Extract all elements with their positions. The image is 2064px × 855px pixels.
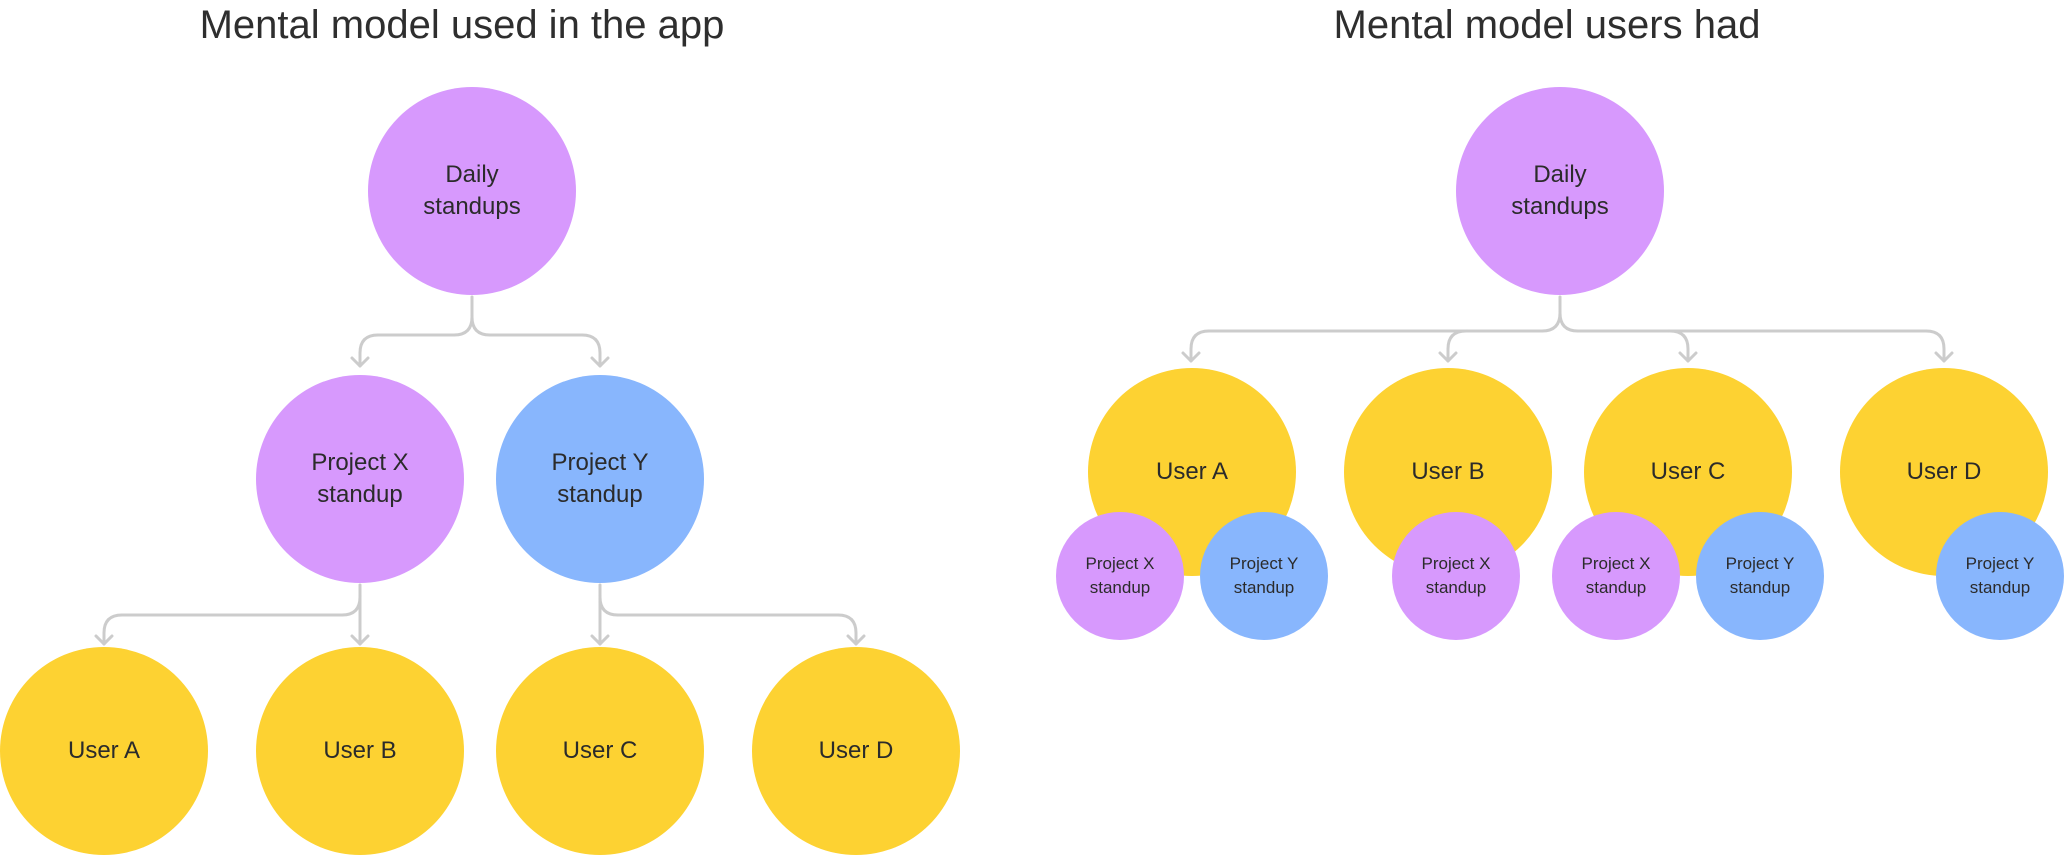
node-label: Project Y standup (551, 449, 649, 508)
connector-root-to-project-y (470, 315, 602, 368)
arrowhead (846, 634, 866, 646)
connector-right-root-to-user-d (1668, 329, 1946, 363)
arrowhead (94, 634, 114, 646)
node-label: User C (562, 737, 638, 764)
node-label: User D (818, 737, 894, 764)
arrowhead (350, 634, 370, 646)
connector-project-x-to-user-a (102, 583, 362, 646)
node-label: Project X standup (311, 449, 409, 508)
node-label: User C (1650, 458, 1726, 485)
arrowhead (1438, 351, 1458, 363)
left-diagram-title: Mental model used in the app (199, 3, 725, 47)
connector-right-root-to-user-b (1446, 329, 1468, 363)
right-user-c-project-x-badge: Project X standup (1552, 512, 1680, 640)
badge-label: Project X standup (1085, 554, 1155, 597)
connector-right-root-to-user-c (1558, 311, 1690, 363)
left-project-y-standup: Project Y standup (496, 375, 704, 583)
badge-label: Project Y standup (1965, 554, 2035, 597)
badge-label: Project Y standup (1229, 554, 1299, 597)
connector-project-y-to-user-d (598, 595, 858, 646)
right-diagram-title: Mental model users had (1333, 3, 1761, 47)
arrowhead (590, 356, 610, 368)
right-root-daily-standups: Daily standups (1456, 87, 1664, 295)
node-label: User A (67, 737, 141, 764)
connector-root-to-project-x (358, 295, 474, 368)
right-user-a-project-x-badge: Project X standup (1056, 512, 1184, 640)
left-user-a: User A (0, 647, 208, 855)
badge-label: Project Y standup (1725, 554, 1795, 597)
connector-right-root-to-user-a (1189, 311, 1562, 363)
node-label: User A (1155, 458, 1229, 485)
node-label: Daily standups (423, 161, 521, 220)
left-root-daily-standups: Daily standups (368, 87, 576, 295)
right-user-c-project-y-badge: Project Y standup (1696, 512, 1824, 640)
left-user-d: User D (752, 647, 960, 855)
left-user-b: User B (256, 647, 464, 855)
right-user-b-project-x-badge: Project X standup (1392, 512, 1520, 640)
node-label: Daily standups (1511, 161, 1609, 220)
badge-label: Project X standup (1581, 554, 1651, 597)
right-user-d-project-y-badge: Project Y standup (1936, 512, 2064, 640)
badge-label: Project X standup (1421, 554, 1491, 597)
right-user-a-project-y-badge: Project Y standup (1200, 512, 1328, 640)
arrowhead (1181, 351, 1201, 363)
arrowhead (1678, 351, 1698, 363)
left-project-x-standup: Project X standup (256, 375, 464, 583)
node-label: User D (1906, 458, 1982, 485)
arrowhead (350, 356, 370, 368)
arrowhead (1934, 351, 1954, 363)
left-user-c: User C (496, 647, 704, 855)
arrowhead (590, 634, 610, 646)
node-label: User B (323, 737, 397, 764)
node-label: User B (1411, 458, 1485, 485)
